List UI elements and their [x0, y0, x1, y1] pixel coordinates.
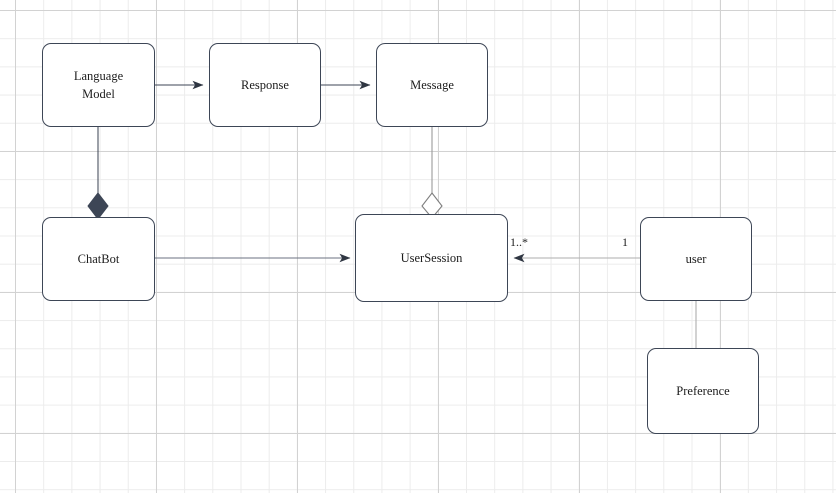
node-preference[interactable]: Preference	[647, 348, 759, 434]
node-label: Message	[410, 78, 454, 92]
multiplicity-label-one: 1	[622, 235, 628, 249]
node-response[interactable]: Response	[209, 43, 321, 127]
node-user[interactable]: user	[640, 217, 752, 301]
multiplicity-label-many: 1..*	[510, 235, 528, 249]
node-label: ChatBot	[77, 252, 120, 266]
node-label: Response	[241, 78, 289, 92]
node-label: user	[685, 252, 707, 266]
node-label: Preference	[676, 384, 730, 398]
edge-message-to-usersession	[421, 127, 443, 219]
node-message[interactable]: Message	[376, 43, 488, 127]
node-usersession[interactable]: UserSession	[355, 214, 508, 302]
node-chatbot[interactable]: ChatBot	[42, 217, 155, 301]
node-label: Language Model	[73, 69, 124, 101]
composition-diamond-icon	[87, 192, 109, 220]
node-label: UserSession	[400, 251, 463, 265]
node-language-model[interactable]: Language Model	[42, 43, 155, 127]
edge-language-model-to-chatbot	[87, 127, 109, 220]
